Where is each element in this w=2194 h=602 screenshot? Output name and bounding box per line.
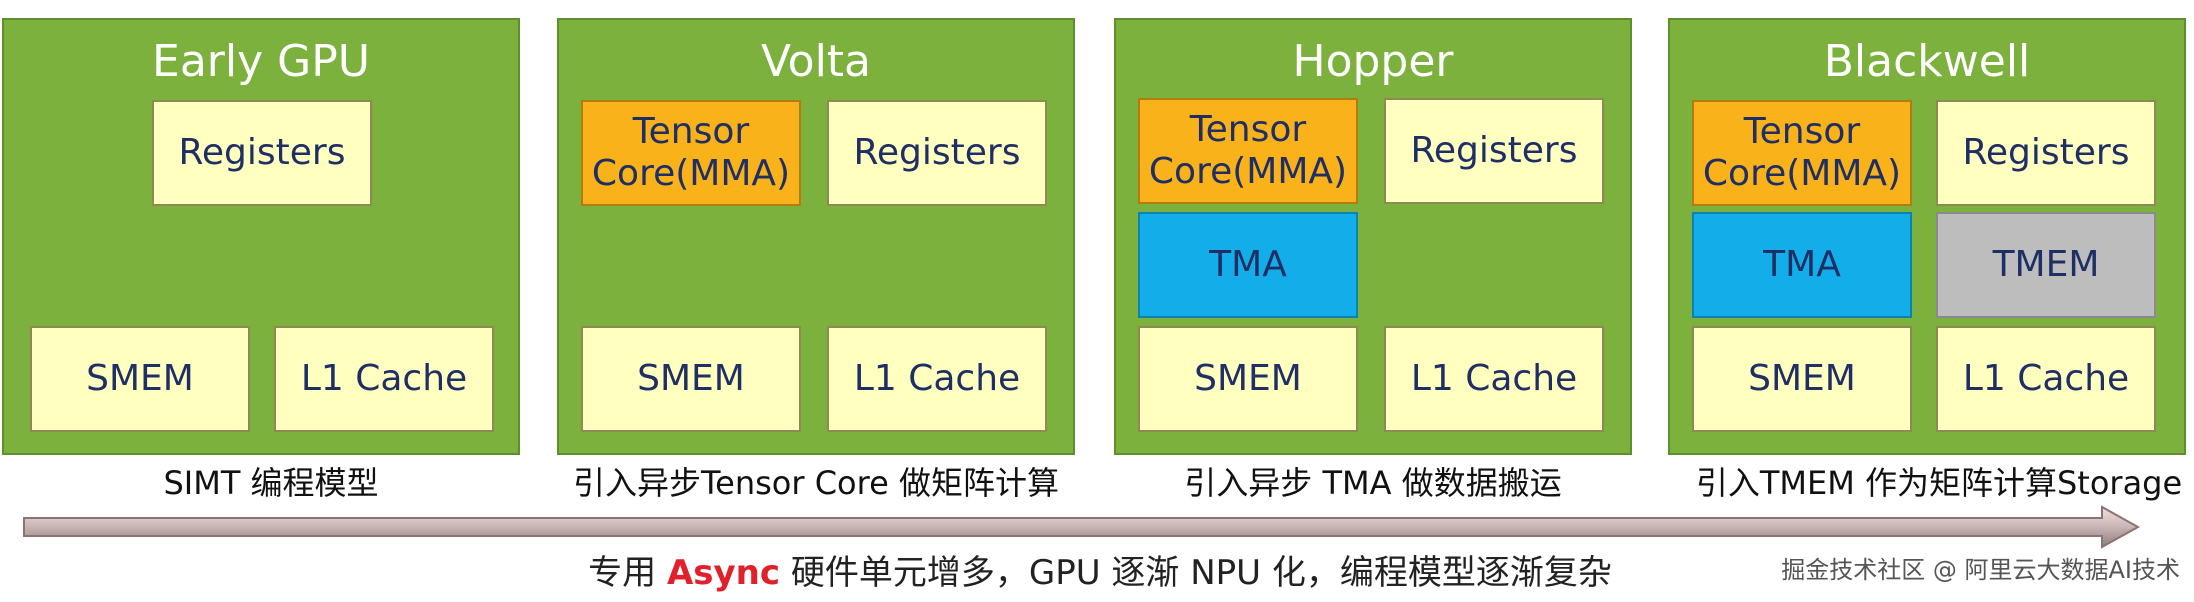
- summary-text: 专用 Async 硬件单元增多，GPU 逐渐 NPU 化，编程模型逐渐复杂: [400, 548, 1800, 598]
- l1-cache-box: L1 Cache: [827, 326, 1047, 432]
- watermark: 掘金技术社区 @ 阿里云大数据AI技术: [1781, 556, 2180, 584]
- caption-hopper: 引入异步 TMA 做数据搬运: [1184, 464, 1562, 502]
- timeline-arrow-icon: [23, 505, 2141, 549]
- registers-box: Registers: [152, 100, 372, 206]
- caption-blackwell: 引入TMEM 作为矩阵计算Storage: [1695, 464, 2183, 502]
- l1-cache-box: L1 Cache: [1936, 326, 2156, 432]
- l1-cache-box: L1 Cache: [1384, 326, 1604, 432]
- panel-hopper: Hopper Tensor Core(MMA) Registers TMA SM…: [1114, 18, 1632, 455]
- panel-title: Blackwell: [1823, 36, 2031, 87]
- smem-box: SMEM: [581, 326, 801, 432]
- panel-volta: Volta Tensor Core(MMA) Registers SMEM L1…: [557, 18, 1075, 455]
- l1-cache-box: L1 Cache: [274, 326, 494, 432]
- panel-title: Volta: [760, 36, 872, 87]
- smem-box: SMEM: [30, 326, 250, 432]
- registers-box: Registers: [1384, 98, 1604, 204]
- summary-suffix: 硬件单元增多，GPU 逐渐 NPU 化，编程模型逐渐复杂: [780, 553, 1612, 593]
- tma-box: TMA: [1692, 212, 1912, 318]
- registers-box: Registers: [827, 100, 1047, 206]
- async-highlight: Async: [666, 553, 781, 593]
- smem-box: SMEM: [1692, 326, 1912, 432]
- smem-box: SMEM: [1138, 326, 1358, 432]
- tensor-core-box: Tensor Core(MMA): [581, 100, 801, 206]
- panel-early-gpu: Early GPU Registers SMEM L1 Cache: [2, 18, 520, 455]
- tma-box: TMA: [1138, 212, 1358, 318]
- registers-box: Registers: [1936, 100, 2156, 206]
- panel-title: Early GPU: [152, 36, 370, 87]
- tensor-core-box: Tensor Core(MMA): [1692, 100, 1912, 206]
- tensor-core-box: Tensor Core(MMA): [1138, 98, 1358, 204]
- panel-title: Hopper: [1292, 36, 1454, 87]
- caption-volta: 引入异步Tensor Core 做矩阵计算: [573, 464, 1059, 502]
- panel-blackwell: Blackwell Tensor Core(MMA) Registers TMA…: [1668, 18, 2186, 455]
- summary-prefix: 专用: [588, 553, 667, 593]
- tmem-box: TMEM: [1936, 212, 2156, 318]
- caption-early-gpu: SIMT 编程模型: [163, 464, 379, 502]
